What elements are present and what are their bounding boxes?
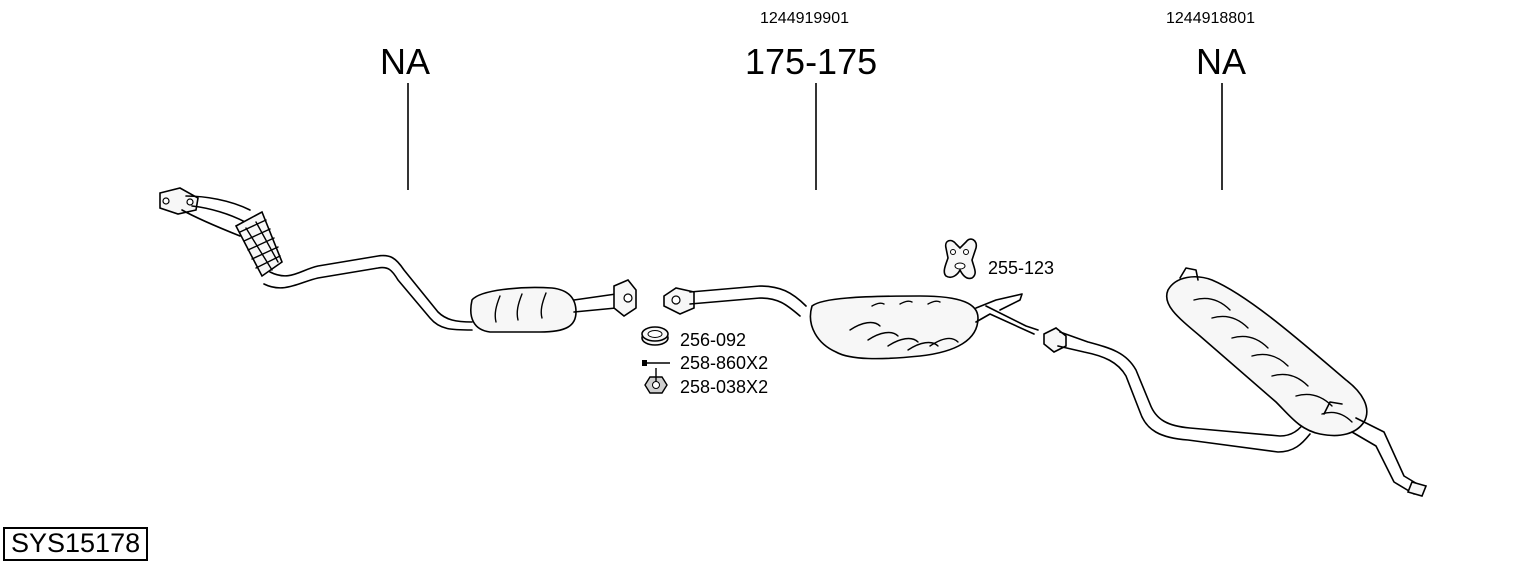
bolt-part-number: 258-860X2 [680, 353, 769, 373]
rear-silencer-assembly [1043, 267, 1428, 497]
center-silencer-assembly [663, 285, 1039, 360]
nut-icon [644, 368, 668, 394]
system-code-box: SYS15178 [3, 527, 149, 561]
gasket-part-number: 256-092 [680, 330, 747, 350]
bolt-icon [642, 360, 670, 366]
section-2-part-number: 175-175 [745, 41, 878, 82]
hanger-part-number: 255-123 [988, 258, 1055, 278]
section-1-part-number: NA [380, 41, 431, 82]
section-3-oe-number: 1244918801 [1166, 10, 1255, 27]
nut-part-number: 258-038X2 [680, 377, 769, 397]
exhaust-hanger-icon [943, 238, 978, 280]
section-2-oe-number: 1244919901 [760, 10, 849, 27]
section-3-part-number: NA [1196, 41, 1247, 82]
front-pipe-with-catalyst [159, 187, 637, 333]
gasket-ring-icon [641, 326, 669, 346]
